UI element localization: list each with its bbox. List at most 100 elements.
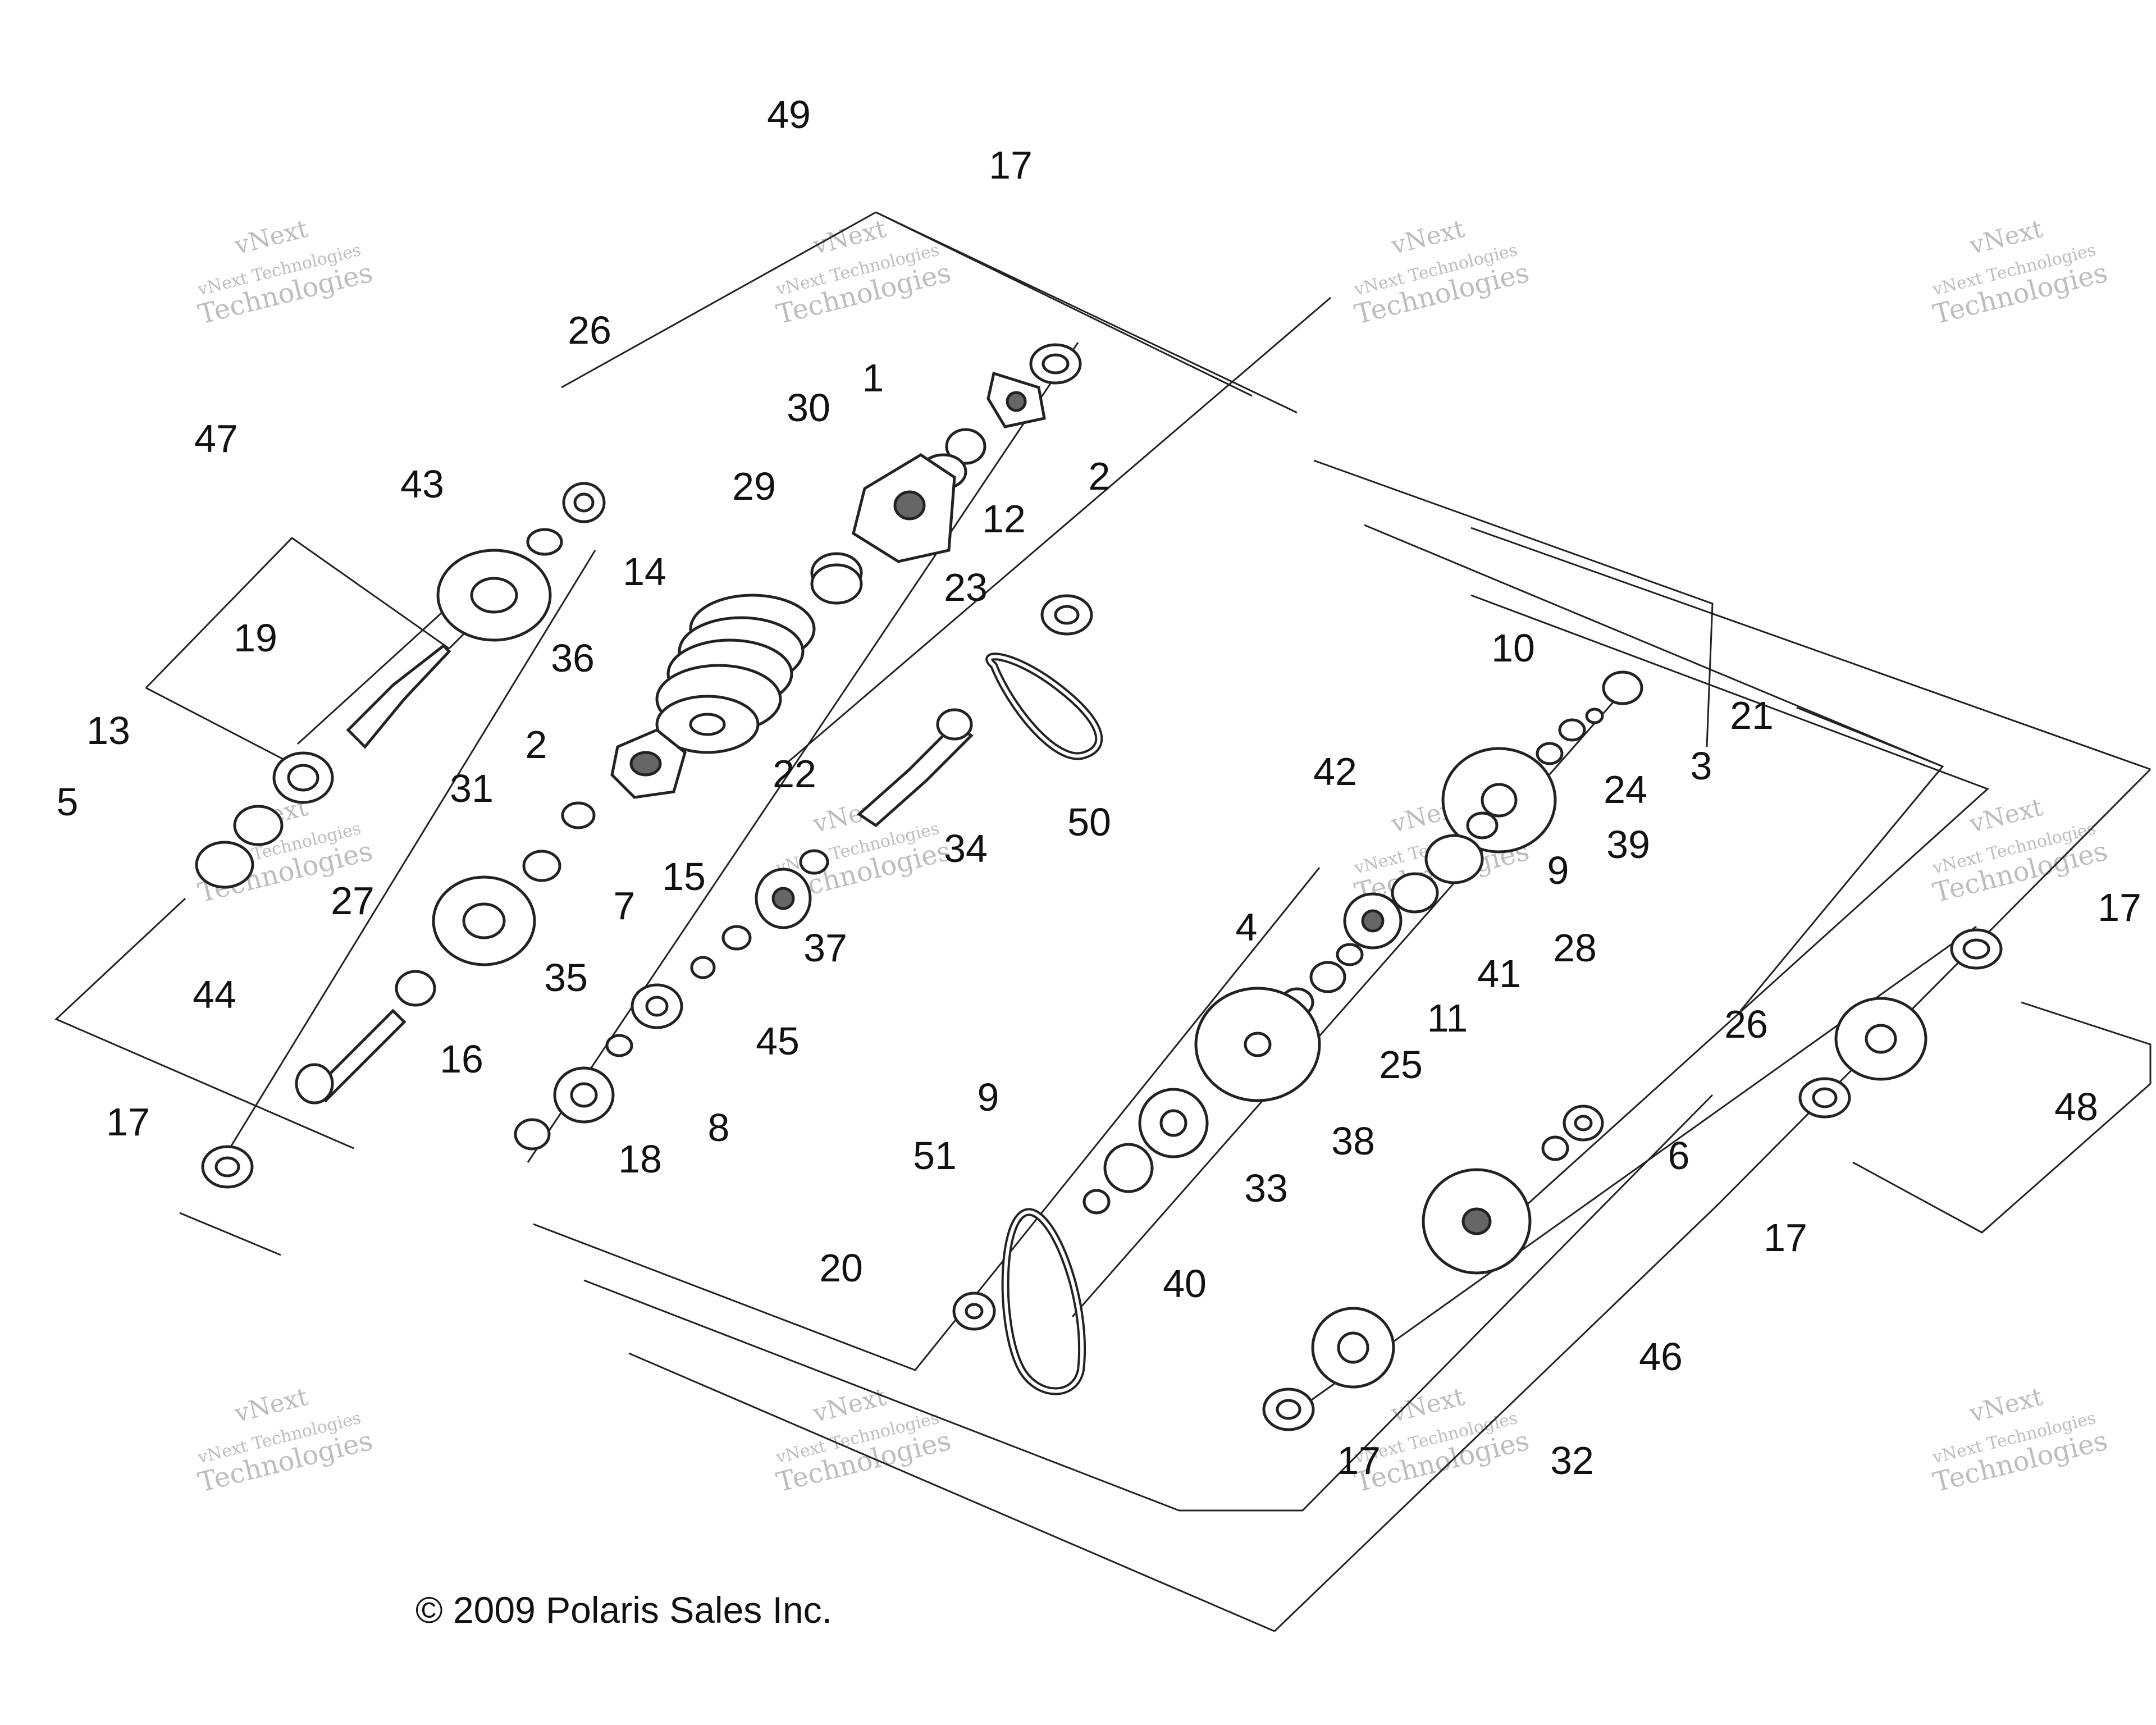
watermark-line-1: vNext (231, 1382, 311, 1429)
bearing-19 (272, 751, 334, 804)
bushing-27 (395, 970, 436, 1007)
ring-6 (1541, 1135, 1569, 1161)
bearing-17-right (1798, 1077, 1851, 1119)
callout-48: 48 (2054, 1085, 2098, 1129)
callout-47: 47 (194, 417, 238, 460)
bearing-18 (553, 1066, 615, 1124)
callout-13: 13 (86, 709, 130, 752)
gear-32 (1311, 1307, 1395, 1389)
callout-49: 49 (767, 93, 811, 136)
bearing-17-right-top (1950, 928, 2003, 970)
bearing-26-top (562, 482, 606, 523)
callout-19: 19 (234, 616, 277, 660)
bearing-45 (631, 983, 683, 1029)
assembly-frame-lines (54, 211, 2152, 1632)
watermark-line-1: vNext (1966, 215, 2046, 261)
callout-42: 42 (1313, 750, 1357, 793)
callout-11: 11 (1427, 996, 1468, 1040)
callout-21: 21 (1730, 693, 1774, 737)
bearing-20 (952, 1292, 996, 1331)
callout-17: 17 (106, 1100, 150, 1144)
ring-15 (721, 925, 752, 951)
callout-15: 15 (662, 855, 706, 898)
callout-6: 6 (1668, 1134, 1690, 1178)
callout-50: 50 (1067, 800, 1111, 844)
callout-51: 51 (913, 1134, 957, 1178)
callout-26: 26 (568, 308, 611, 352)
ring-43 (526, 528, 563, 556)
callout-27: 27 (331, 879, 374, 923)
callout-38: 38 (1331, 1119, 1375, 1163)
callout-12: 12 (982, 497, 1026, 541)
bearing-22 (799, 849, 829, 875)
callout-17: 17 (1764, 1216, 1807, 1259)
callout-1: 1 (862, 356, 884, 400)
ring-28 (1391, 872, 1439, 914)
gear-38 (1194, 987, 1321, 1102)
callout-26: 26 (1724, 1002, 1768, 1046)
bearing-16 (514, 1118, 551, 1151)
bearing-21 (1602, 670, 1643, 705)
gear-37 (755, 868, 812, 929)
ring-11 (1309, 961, 1346, 993)
ring-7 (690, 956, 716, 979)
bearing-26-right (1563, 1105, 1604, 1142)
callout-2: 2 (526, 723, 547, 766)
housing-30 (852, 453, 956, 563)
gear-40 (1103, 1143, 1154, 1193)
ring-9-lower (1082, 1189, 1111, 1215)
callout-40: 40 (1163, 1262, 1207, 1306)
callout-28: 28 (1553, 926, 1597, 970)
callout-8: 8 (708, 1106, 730, 1149)
hub-42 (1424, 834, 1484, 884)
drive-belt-51 (1001, 1208, 1086, 1395)
snap-ring-5 (195, 841, 254, 889)
gear-35 (432, 875, 536, 966)
callout-39: 39 (1606, 823, 1650, 866)
watermark-line-1: vNext (1388, 215, 1468, 261)
callout-9: 9 (977, 1075, 999, 1119)
callout-23: 23 (944, 565, 988, 609)
callout-41: 41 (1477, 952, 1521, 996)
watermark-line-1: vNext (1966, 793, 2046, 839)
watermark-line-1: vNext (1388, 1382, 1468, 1429)
callout-22: 22 (773, 752, 816, 796)
gear-upper (436, 549, 552, 642)
callout-14: 14 (623, 550, 666, 594)
callout-34: 34 (944, 827, 988, 870)
callout-9: 9 (1547, 848, 1569, 892)
callout-44: 44 (193, 973, 236, 1016)
ring-9-right (1466, 811, 1499, 839)
callout-4: 4 (1236, 905, 1258, 949)
spring-29 (810, 552, 863, 605)
callout-25: 25 (1379, 1043, 1423, 1087)
shaft-34 (856, 708, 974, 828)
bearing-17-bottom (1262, 1388, 1315, 1431)
snap-ring-13 (233, 805, 284, 846)
gear-46 (1422, 1168, 1532, 1275)
watermark-line-1: vNext (1966, 1382, 2046, 1429)
callout-31: 31 (450, 766, 494, 810)
callout-17: 17 (2098, 886, 2141, 929)
callout-29: 29 (732, 464, 776, 508)
callout-30: 30 (787, 386, 830, 430)
callout-10: 10 (1491, 626, 1535, 670)
bearing-23 (1040, 594, 1093, 636)
drive-belt-50 (985, 652, 1103, 760)
callout-2: 2 (1089, 454, 1111, 498)
callout-35: 35 (544, 956, 588, 1000)
callout-16: 16 (440, 1037, 483, 1081)
bearing-17-left (201, 1145, 254, 1189)
callout-3: 3 (1691, 744, 1712, 788)
shaft-44 (295, 1008, 406, 1105)
callout-46: 46 (1639, 1335, 1683, 1379)
callout-32: 32 (1550, 1439, 1594, 1482)
callout-18: 18 (618, 1137, 662, 1181)
